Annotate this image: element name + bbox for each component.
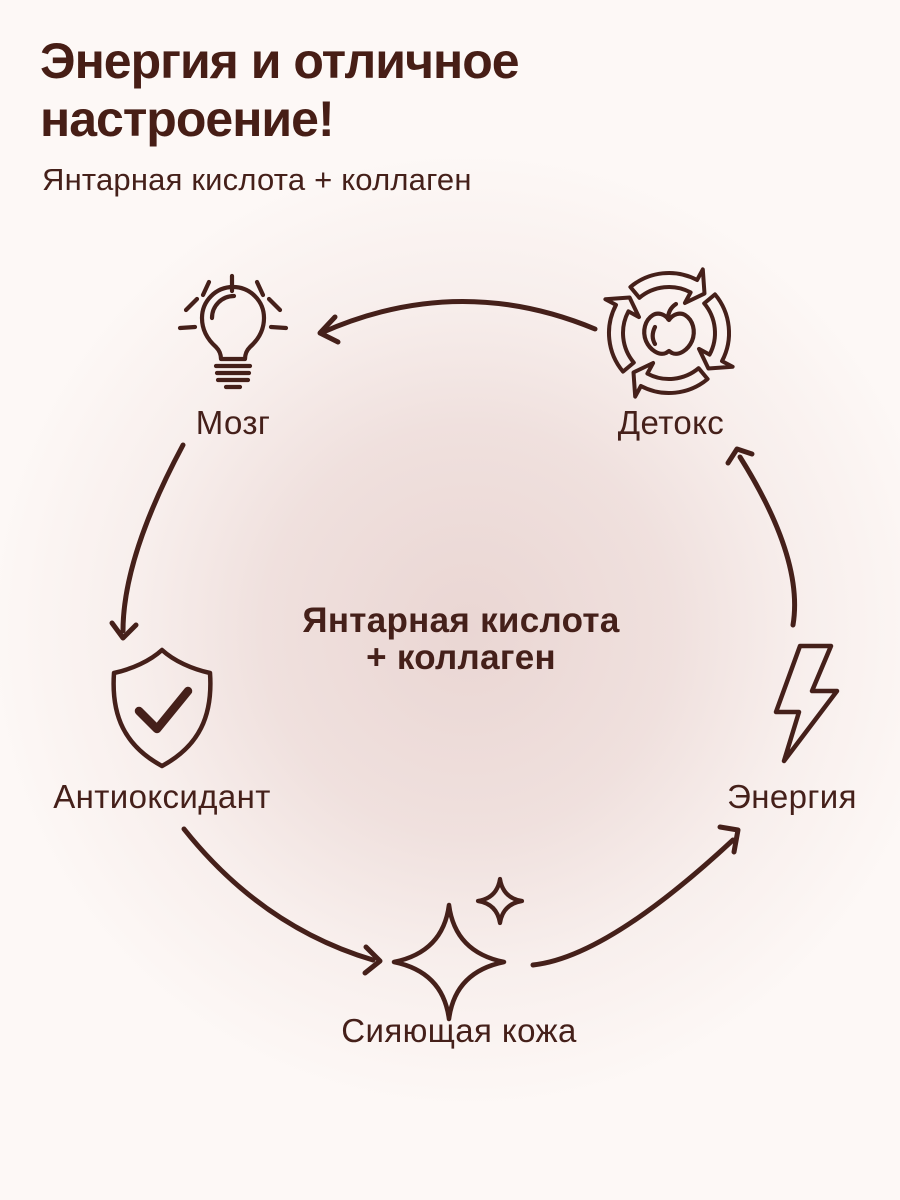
center-label-line2: + коллаген <box>366 638 556 677</box>
node-label-antioxidant: Антиоксидант <box>53 778 271 815</box>
node-label-energy: Энергия <box>727 778 857 815</box>
sparkles-icon <box>391 876 525 1022</box>
arrow-brain-to-antioxidant <box>109 442 186 641</box>
node-label-skin: Сияющая кожа <box>341 1012 577 1049</box>
center-label-line1: Янтарная кислота <box>302 601 620 640</box>
diagram-center-label: Янтарная кислота + коллаген <box>302 602 619 676</box>
arrow-skin-to-energy <box>530 824 741 968</box>
apple-recycle-icon <box>603 267 735 399</box>
node-label-detox: Детокс <box>617 404 725 441</box>
arrow-detox-to-brain <box>317 299 598 345</box>
page-subtitle: Янтарная кислота + коллаген <box>42 162 472 197</box>
lightning-icon <box>773 643 840 764</box>
node-label-brain: Мозг <box>195 404 271 441</box>
arrow-energy-to-detox <box>725 446 798 628</box>
lightbulb-icon <box>177 273 289 390</box>
shield-check-icon <box>111 647 213 769</box>
arrow-antioxidant-to-skin <box>181 826 383 976</box>
page-title: Энергия и отличное настроение! <box>40 33 520 147</box>
